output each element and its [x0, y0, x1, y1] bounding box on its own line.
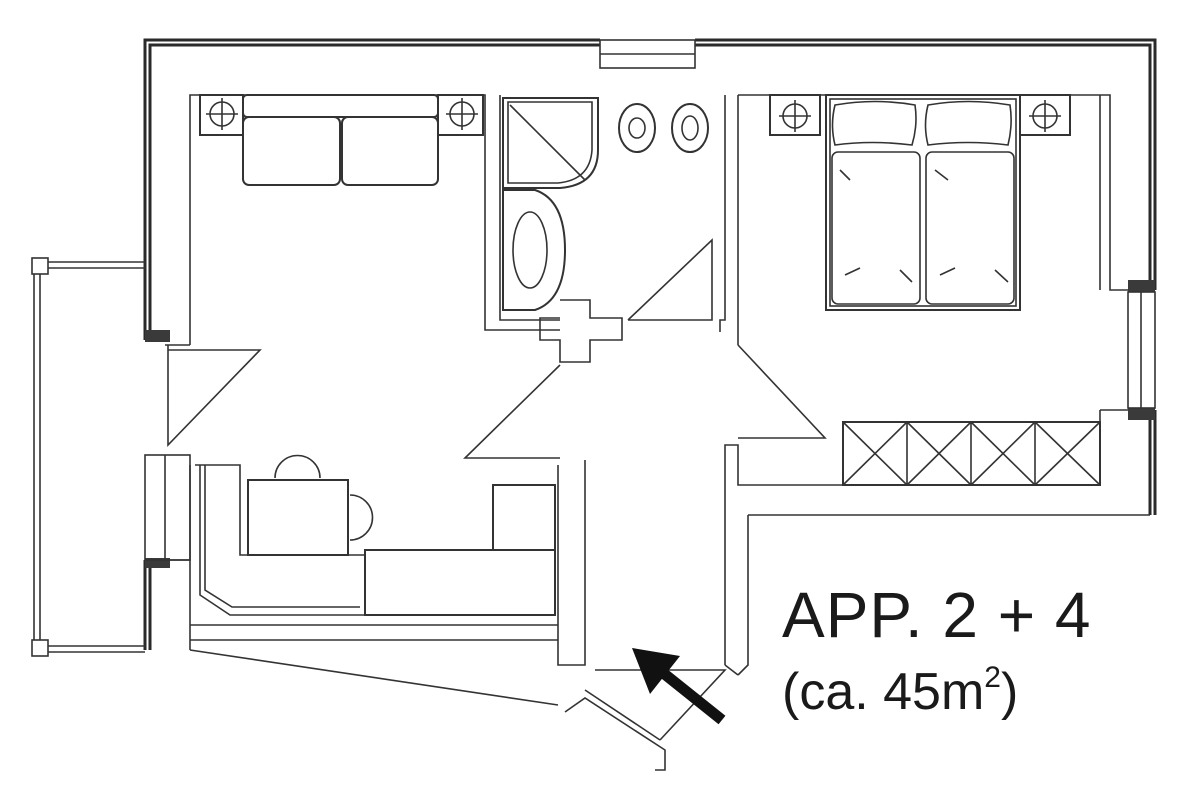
wall-fills	[145, 280, 1155, 568]
lamp-icon	[206, 98, 478, 130]
sofa	[199, 94, 484, 186]
entrance-arrow-icon	[632, 648, 726, 725]
bathroom	[502, 97, 713, 321]
apartment-area: (ca. 45m2)	[782, 660, 1019, 722]
apartment-title: APP. 2 + 4	[782, 579, 1092, 651]
side-window-right	[1127, 291, 1156, 409]
kitchen	[195, 454, 556, 616]
balcony	[31, 257, 145, 657]
bedroom	[769, 94, 1071, 311]
area-suffix: )	[1000, 663, 1019, 721]
entrance-door	[595, 669, 727, 741]
outer-walls	[143, 38, 1157, 650]
hall-cross	[539, 299, 623, 363]
balcony-door	[144, 345, 262, 561]
door-swings	[463, 344, 827, 459]
wardrobe	[842, 421, 1101, 486]
top-window	[599, 39, 696, 69]
area-superscript: 2	[984, 660, 1001, 694]
area-prefix: (ca. 45m	[782, 663, 985, 721]
